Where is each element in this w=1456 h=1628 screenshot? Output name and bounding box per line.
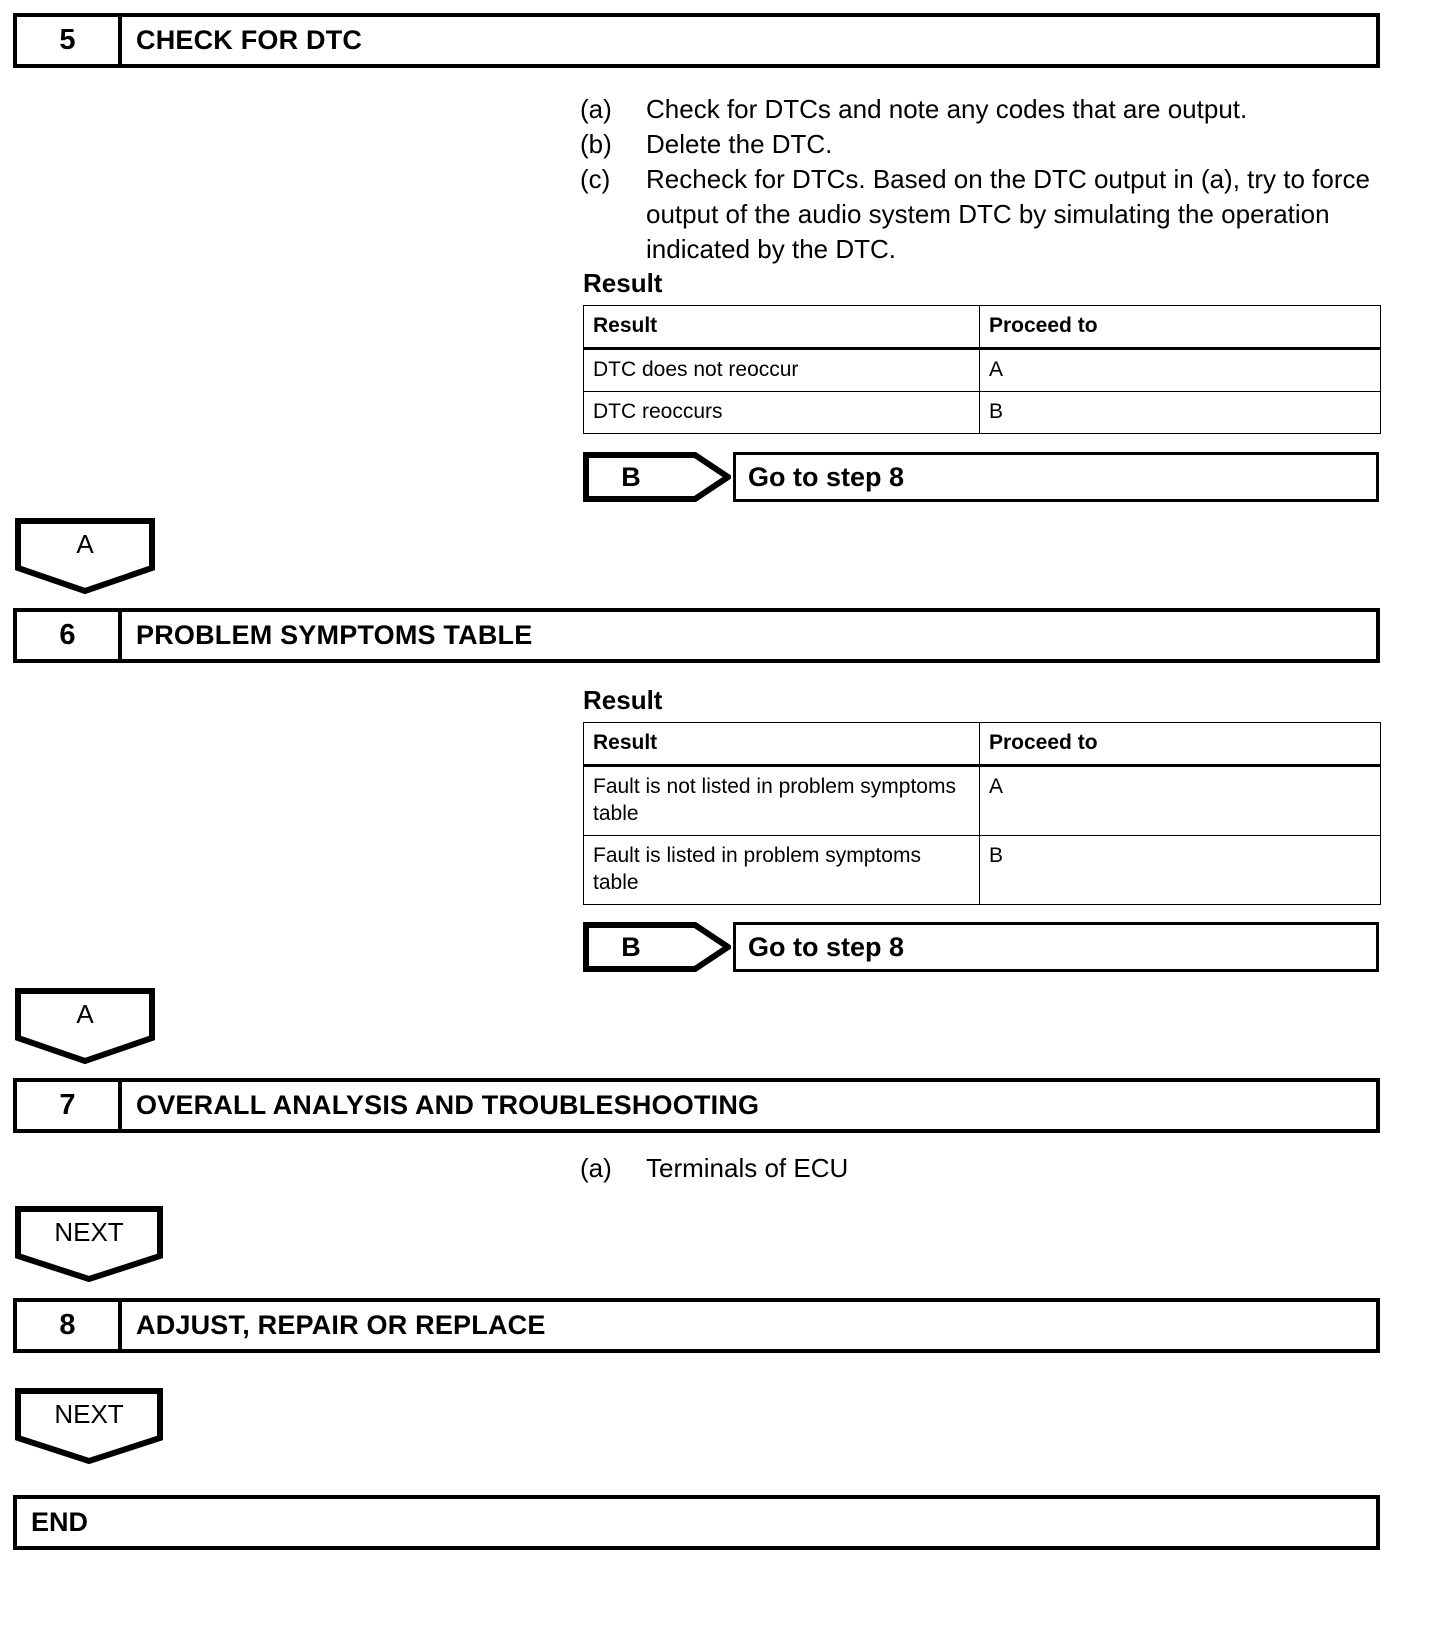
result-heading-6: Result	[583, 685, 663, 715]
step-title-6: PROBLEM SYMPTOMS TABLE	[136, 620, 533, 650]
result-table-6: Result Proceed to Fault is not listed in…	[583, 722, 1381, 905]
table-row: DTC reoccurs B	[583, 391, 1381, 434]
right-arrow-pentagon-icon	[583, 452, 731, 502]
table-header-row: Result Proceed to	[583, 305, 1381, 350]
branch-tag-label: B	[621, 931, 641, 962]
continue-tag-label: A	[76, 998, 94, 1029]
procedure-text: Terminals of ECU	[646, 1153, 849, 1183]
step-number-5: 5	[17, 17, 122, 64]
procedure-item: (a) Check for DTCs and note any codes th…	[580, 92, 1380, 127]
step-title-8: ADJUST, REPAIR OR REPLACE	[136, 1310, 546, 1340]
step-number-7: 7	[17, 1082, 122, 1129]
cell-result: Fault is listed in problem symptoms tabl…	[583, 835, 980, 905]
branch-row-6[interactable]: B Go to step 8	[583, 922, 1379, 972]
result-heading-5: Result	[583, 268, 663, 298]
continue-tag-a-5[interactable]: A	[15, 518, 155, 594]
down-pentagon-icon	[15, 518, 155, 594]
branch-row-5[interactable]: B Go to step 8	[583, 452, 1379, 502]
procedure-text: Delete the DTC.	[646, 129, 833, 159]
step-bar-8[interactable]: 8 ADJUST, REPAIR OR REPLACE	[13, 1298, 1380, 1353]
down-pentagon-icon	[15, 1206, 163, 1282]
down-pentagon-icon	[15, 1388, 163, 1464]
procedure-text: Check for DTCs and note any codes that a…	[646, 94, 1248, 124]
branch-tag-b-5[interactable]: B	[583, 452, 731, 502]
table-row: DTC does not reoccur A	[583, 348, 1381, 392]
column-header-proceed-to: Proceed to	[979, 305, 1381, 350]
procedure-marker: (a)	[580, 94, 612, 124]
branch-tag-b-6[interactable]: B	[583, 922, 731, 972]
table-header-row: Result Proceed to	[583, 722, 1381, 767]
column-header-proceed-to: Proceed to	[979, 722, 1381, 767]
column-header-result: Result	[583, 305, 980, 350]
right-arrow-pentagon-icon	[583, 922, 731, 972]
cell-result: DTC reoccurs	[583, 391, 980, 434]
down-pentagon-icon	[15, 988, 155, 1064]
cell-result: DTC does not reoccur	[583, 348, 980, 392]
column-header-result: Result	[583, 722, 980, 767]
cell-proceed-to: B	[979, 835, 1381, 905]
step-bar-6[interactable]: 6 PROBLEM SYMPTOMS TABLE	[13, 608, 1380, 663]
procedure-list-7: (a) Terminals of ECU	[580, 1153, 1380, 1184]
step-number-8: 8	[17, 1302, 122, 1349]
procedure-marker: (a)	[580, 1153, 612, 1183]
continue-tag-label: A	[76, 528, 94, 559]
procedure-text: Recheck for DTCs. Based on the DTC outpu…	[646, 164, 1370, 264]
end-bar[interactable]: END	[13, 1495, 1380, 1550]
table-row: Fault is listed in problem symptoms tabl…	[583, 835, 1381, 905]
procedure-marker: (b)	[580, 129, 612, 159]
procedure-list-5: (a) Check for DTCs and note any codes th…	[580, 92, 1380, 267]
goto-box-6[interactable]: Go to step 8	[733, 922, 1379, 972]
cell-proceed-to: A	[979, 765, 1381, 836]
procedure-marker: (c)	[580, 164, 611, 194]
continue-tag-next-8[interactable]: NEXT	[15, 1388, 163, 1464]
step-bar-5[interactable]: 5 CHECK FOR DTC	[13, 13, 1380, 68]
cell-proceed-to: B	[979, 391, 1381, 434]
continue-tag-label: NEXT	[54, 1216, 124, 1247]
step-title-5: CHECK FOR DTC	[136, 25, 363, 55]
continue-tag-next-7[interactable]: NEXT	[15, 1206, 163, 1282]
continue-tag-a-6[interactable]: A	[15, 988, 155, 1064]
branch-tag-label: B	[621, 461, 641, 492]
cell-proceed-to: A	[979, 348, 1381, 392]
step-number-6: 6	[17, 612, 122, 659]
table-row: Fault is not listed in problem symptoms …	[583, 765, 1381, 836]
cell-result: Fault is not listed in problem symptoms …	[583, 765, 980, 836]
procedure-item: (c) Recheck for DTCs. Based on the DTC o…	[580, 162, 1380, 267]
step-bar-7[interactable]: 7 OVERALL ANALYSIS AND TROUBLESHOOTING	[13, 1078, 1380, 1133]
step-title-7: OVERALL ANALYSIS AND TROUBLESHOOTING	[136, 1090, 760, 1120]
continue-tag-label: NEXT	[54, 1398, 124, 1429]
procedure-item: (b) Delete the DTC.	[580, 127, 1380, 162]
result-table-5: Result Proceed to DTC does not reoccur A…	[583, 305, 1381, 434]
goto-box-5[interactable]: Go to step 8	[733, 452, 1379, 502]
